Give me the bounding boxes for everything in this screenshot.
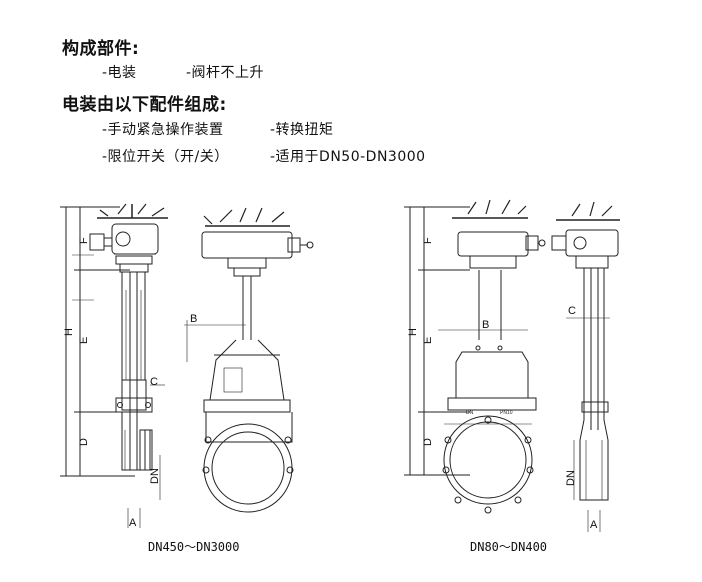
right-dim-f: F <box>422 237 434 244</box>
right-front-view: H F E D B DN PN10 <box>404 199 546 514</box>
left-dim-b: B <box>190 313 197 325</box>
right-dim-dn: DN <box>565 470 577 486</box>
left-dim-e: E <box>78 337 90 344</box>
part-non-rising-stem: -阀杆不上升 <box>186 65 265 81</box>
accessory-limit-switch: -限位开关（开/关） <box>102 149 229 165</box>
left-front-view: B <box>184 207 314 513</box>
right-dim-a: A <box>590 519 598 531</box>
right-dim-e: E <box>422 337 434 344</box>
left-dim-c: C <box>150 376 158 388</box>
right-plate-dn: DN <box>466 410 474 416</box>
left-dim-h: H <box>63 328 75 336</box>
right-dim-h: H <box>407 328 419 336</box>
left-dim-dn: DN <box>149 468 161 484</box>
right-plate-pn: PN10 <box>500 410 513 416</box>
accessory-torque-switch: -转换扭矩 <box>270 122 334 138</box>
part-electric-actuator: -电装 <box>102 65 137 81</box>
heading-components: 构成部件: <box>62 39 140 59</box>
left-caption: DN450～DN3000 <box>148 540 239 554</box>
right-side-view: C DN A <box>551 201 620 532</box>
right-dim-b: B <box>482 319 489 331</box>
heading-accessories: 电装由以下配件组成: <box>62 95 227 115</box>
accessory-manual-override: -手动紧急操作装置 <box>102 122 224 138</box>
accessory-size-range: -适用于DN50-DN3000 <box>270 149 426 165</box>
right-dim-c: C <box>568 305 576 317</box>
right-dim-d: D <box>422 438 434 446</box>
left-dim-d: D <box>78 438 90 446</box>
left-dim-a: A <box>129 517 137 529</box>
left-side-view: H F E D C DN <box>60 203 168 529</box>
left-dim-f: F <box>78 237 90 244</box>
right-caption: DN80～DN400 <box>470 540 547 554</box>
